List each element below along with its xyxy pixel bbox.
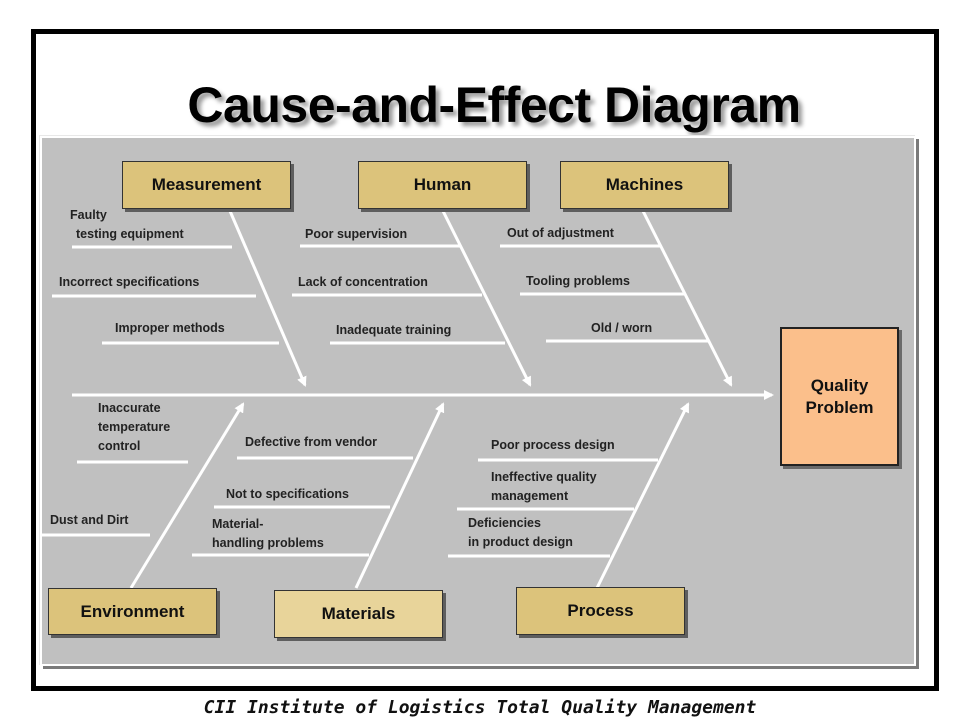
- category-materials: Materials: [274, 590, 443, 638]
- cause-faulty-line2: testing equipment: [76, 227, 184, 241]
- effect-label-line1: Quality: [810, 375, 869, 395]
- rib-process: [595, 402, 690, 589]
- cause-improper-methods: Improper methods: [115, 321, 225, 335]
- cause-handling-line1: Material-: [212, 517, 264, 531]
- cause-tooling-problems: Tooling problems: [526, 274, 630, 288]
- rib-materials: [354, 402, 445, 589]
- diagram-panel: [40, 136, 916, 666]
- cause-lack-concentration: Lack of concentration: [298, 275, 428, 289]
- category-measurement: Measurement: [122, 161, 291, 209]
- cause-deficiencies-line2: in product design: [468, 535, 573, 549]
- cause-ineffective-line1: Ineffective quality: [491, 470, 597, 484]
- effect-box: Quality Problem: [780, 327, 899, 466]
- cause-temperature-line3: control: [98, 439, 141, 453]
- category-environment: Environment: [48, 588, 217, 635]
- cause-temperature-line2: temperature: [98, 420, 171, 434]
- cause-deficiencies-line1: Deficiencies: [468, 516, 541, 530]
- cause-defective-vendor: Defective from vendor: [245, 435, 377, 449]
- category-process: Process: [516, 587, 685, 635]
- cause-incorrect-specs: Incorrect specifications: [59, 275, 200, 289]
- cause-temperature-line1: Inaccurate: [98, 401, 161, 415]
- cause-poor-supervision: Poor supervision: [305, 227, 408, 241]
- cause-dust-dirt: Dust and Dirt: [50, 513, 129, 527]
- rib-machines: [641, 210, 733, 387]
- cause-out-of-adjustment: Out of adjustment: [507, 226, 614, 240]
- category-machines: Machines: [560, 161, 729, 209]
- cause-poor-process-design: Poor process design: [491, 438, 615, 452]
- cause-old-worn: Old / worn: [591, 321, 653, 335]
- footer-caption: CII Institute of Logistics Total Quality…: [203, 697, 757, 718]
- cause-faulty-line1: Faulty: [70, 208, 107, 222]
- rib-human: [441, 210, 532, 387]
- rib-environment: [129, 402, 245, 589]
- cause-inadequate-training: Inadequate training: [336, 323, 452, 337]
- cause-handling-line2: handling problems: [212, 536, 324, 550]
- cause-ineffective-line2: management: [491, 489, 569, 503]
- rib-measurement: [228, 210, 307, 387]
- cause-not-to-specs: Not to specifications: [226, 487, 349, 501]
- diagram-title: Cause-and-Effect Diagram: [187, 77, 801, 133]
- effect-label-line2: Problem: [805, 397, 874, 417]
- category-human: Human: [358, 161, 527, 209]
